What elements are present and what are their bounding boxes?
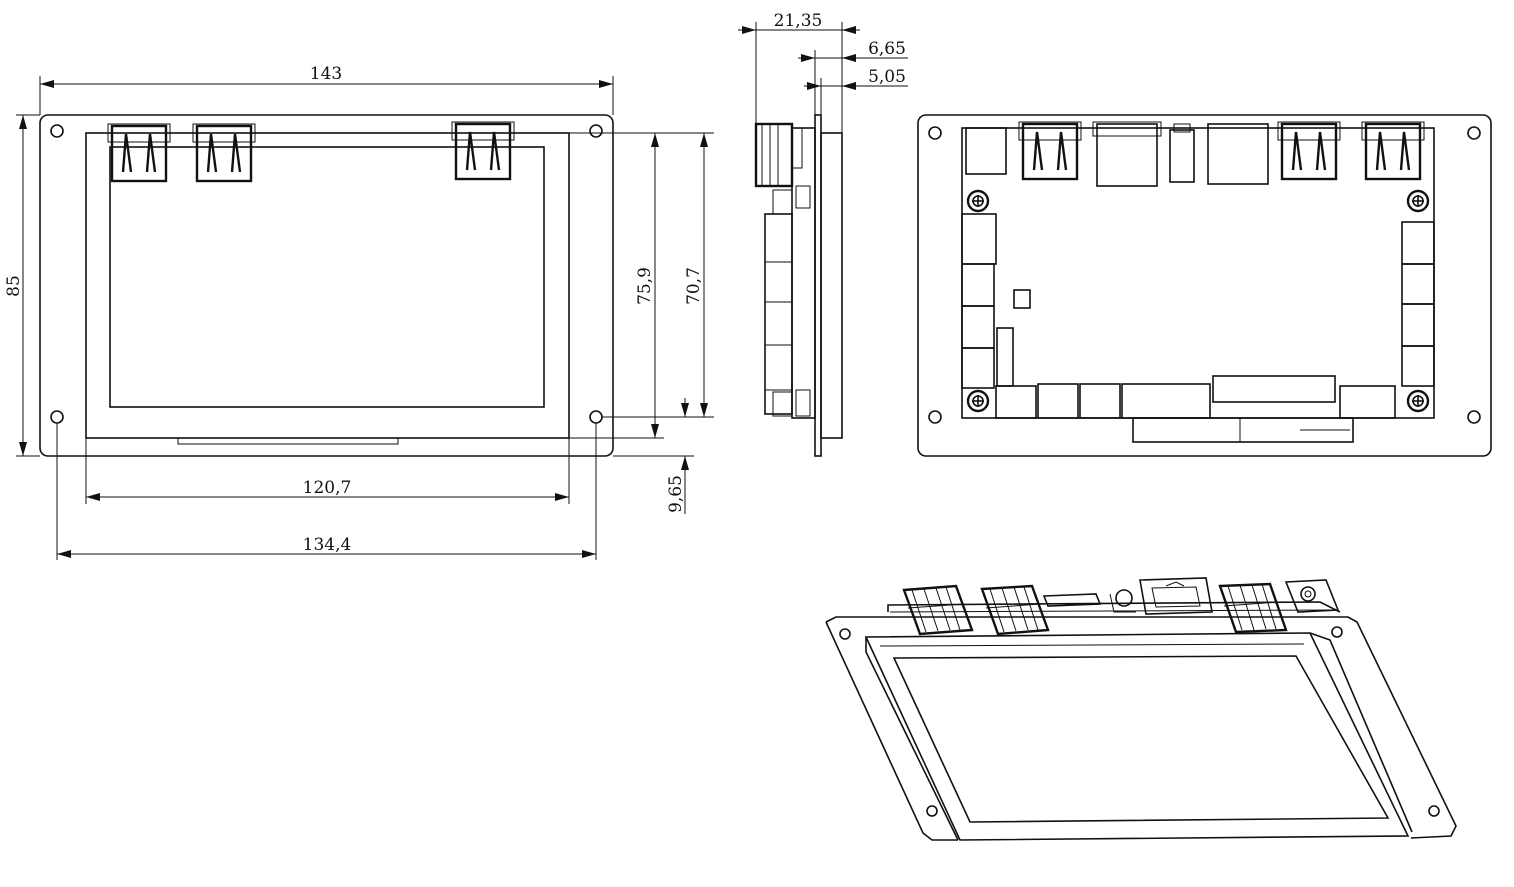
- rear-screw-tl: [966, 189, 990, 213]
- rear-usb-port-3: [1361, 121, 1425, 181]
- usb-port-2: [192, 123, 256, 183]
- side-connectors: [764, 213, 793, 415]
- rear-screw-br: [1406, 389, 1430, 413]
- dim-width-overall: 143: [39, 64, 614, 115]
- dim-depth-panel: 6,65: [798, 39, 908, 115]
- dim-display-width-label: 120,7: [303, 478, 352, 498]
- side-usb-stack: [754, 122, 794, 188]
- side-view: 21,35 6,65 5,05: [738, 11, 908, 457]
- dim-height-overall-label: 85: [4, 275, 24, 297]
- iso-power-jack: [1284, 579, 1340, 613]
- dim-height-overall: 85: [4, 114, 40, 457]
- rear-bezel-outline: [917, 114, 1492, 457]
- dim-hole-pitch-vertical-label: 70,7: [684, 267, 704, 305]
- usb-port-3: [451, 121, 515, 181]
- mount-hole-bl: [50, 410, 64, 424]
- dim-bottom-offset-label: 9,65: [666, 475, 686, 513]
- usb-port-1: [107, 123, 171, 183]
- dim-display-width: 120,7: [85, 438, 570, 504]
- dim-depth-display: 5,05: [804, 67, 908, 133]
- mount-hole-tl: [50, 124, 64, 138]
- dim-depth-display-label: 5,05: [868, 67, 906, 87]
- dim-hole-pitch-horizontal-label: 134,4: [303, 535, 352, 555]
- side-pcb: [791, 127, 816, 419]
- dim-bottom-offset: 9,65: [613, 398, 694, 514]
- rear-usb-port-1: [1018, 121, 1082, 181]
- rear-screw-bl: [966, 389, 990, 413]
- front-bezel-outline: [39, 114, 614, 457]
- rear-ethernet-jack: [1096, 123, 1158, 187]
- dim-depth-panel-label: 6,65: [868, 39, 906, 59]
- iso-bezel-back: [825, 616, 1457, 839]
- dim-depth-overall: 21,35: [738, 11, 860, 133]
- dim-depth-overall-label: 21,35: [774, 11, 823, 31]
- rear-audio-jack: [1169, 129, 1195, 183]
- rear-pcb: [961, 127, 1435, 419]
- rear-screw-tr: [1406, 189, 1430, 213]
- dim-display-height: 75,9: [569, 132, 714, 439]
- rear-power-jack: [1207, 123, 1269, 185]
- iso-usb-port-2: [980, 584, 1050, 636]
- isometric-view: [825, 577, 1457, 841]
- mount-hole-tr: [589, 124, 603, 138]
- mount-hole-br: [589, 410, 603, 424]
- iso-audio-jack: [1115, 589, 1133, 607]
- iso-active-area: [892, 655, 1390, 823]
- front-active-area: [109, 146, 545, 408]
- rear-fpc-cable: [1132, 417, 1354, 443]
- iso-display-frame: [864, 632, 1410, 841]
- dim-hole-pitch-horizontal: 134,4: [56, 423, 597, 560]
- side-bezel: [814, 114, 822, 457]
- dim-width-overall-label: 143: [310, 64, 342, 84]
- front-fpc-tab: [177, 437, 399, 445]
- dim-display-height-label: 75,9: [635, 267, 655, 305]
- side-display-module: [820, 132, 843, 439]
- rear-view: [917, 114, 1492, 457]
- dim-hole-pitch-vertical: 70,7: [602, 133, 714, 418]
- iso-bezel: [825, 621, 958, 841]
- front-view: 143 85 75,9 70,7: [4, 64, 714, 560]
- iso-usb-port-3: [1218, 582, 1288, 634]
- rear-usb-port-2: [1277, 121, 1341, 181]
- iso-usb-port-1: [902, 584, 974, 636]
- iso-ethernet-jack: [1139, 577, 1213, 615]
